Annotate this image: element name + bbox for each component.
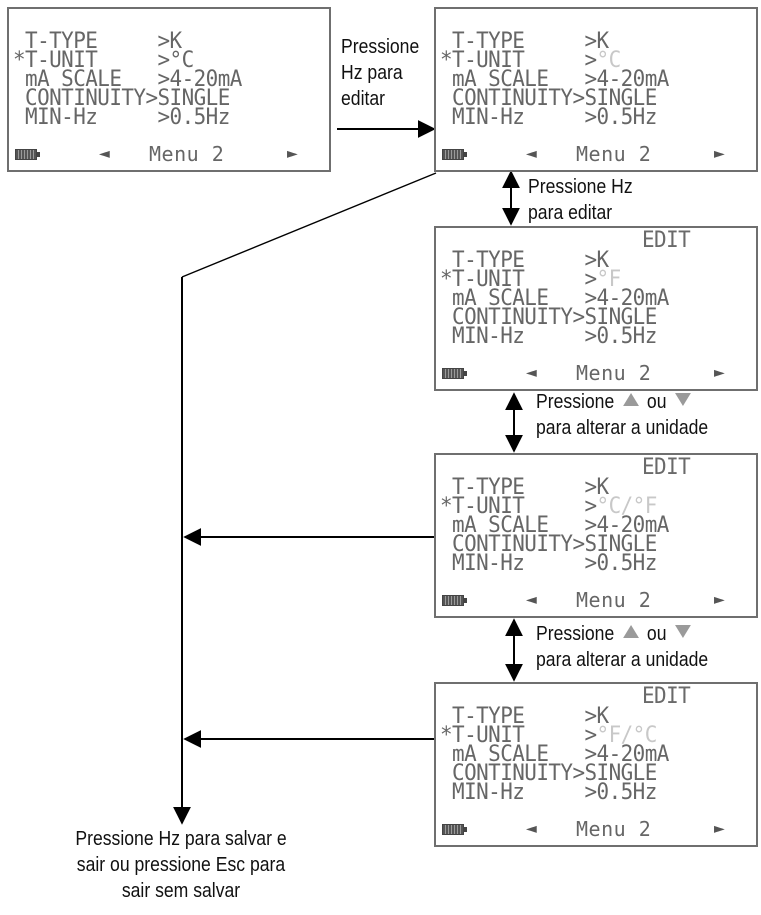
up-triangle-icon — [622, 625, 639, 638]
row-continuity: CONTINUITY>SINGLE — [452, 760, 657, 786]
battery-icon — [15, 149, 40, 160]
row-ma-scale: mA SCALE >4-20mA — [25, 66, 242, 92]
row-t-unit: *T-UNIT >°C — [440, 47, 621, 73]
nav-left-arrow-icon: ◄ — [526, 592, 537, 608]
row-ma-scale: mA SCALE >4-20mA — [452, 66, 669, 92]
row-t-unit: *T-UNIT >°F — [440, 266, 621, 292]
row-continuity: CONTINUITY>SINGLE — [452, 531, 657, 557]
nav-left-arrow-icon: ◄ — [526, 365, 537, 381]
down-triangle-icon — [674, 625, 691, 638]
nav-right-arrow-icon: ► — [287, 146, 298, 162]
battery-icon — [442, 824, 467, 835]
caption-edit-right: Pressione Hz para editar — [341, 36, 420, 110]
row-t-type: T-TYPE >K — [452, 247, 609, 273]
lcd-screen-2: T-TYPE >K *T-UNIT >°C mA SCALE >4-20mA C… — [434, 7, 758, 172]
down-triangle-icon — [674, 393, 691, 406]
battery-icon — [442, 368, 467, 379]
row-min-hz: MIN-Hz >0.5Hz — [452, 550, 657, 576]
lcd-screen-4: EDIT T-TYPE >K *T-UNIT >°C/°F mA SCALE >… — [434, 453, 758, 618]
edit-indicator: EDIT — [642, 683, 691, 709]
nav-right-arrow-icon: ► — [714, 146, 725, 162]
nav-right-arrow-icon: ► — [714, 821, 725, 837]
row-min-hz: MIN-Hz >0.5Hz — [25, 104, 230, 130]
nav-right-arrow-icon: ► — [714, 365, 725, 381]
nav-left-arrow-icon: ◄ — [526, 146, 537, 162]
row-continuity: CONTINUITY>SINGLE — [25, 85, 230, 111]
row-min-hz: MIN-Hz >0.5Hz — [452, 104, 657, 130]
row-t-type: T-TYPE >K — [452, 28, 609, 54]
lcd-screen-5: EDIT T-TYPE >K *T-UNIT >°F/°C mA SCALE >… — [434, 682, 758, 847]
menu-label: Menu 2 — [576, 817, 652, 841]
lcd-screen-1: T-TYPE >K *T-UNIT >°C mA SCALE >4-20mA C… — [7, 7, 331, 172]
row-ma-scale: mA SCALE >4-20mA — [452, 512, 669, 538]
menu-label: Menu 2 — [149, 142, 225, 166]
caption-change-unit-1: Pressione ou para alterar a unidade — [536, 391, 709, 439]
row-ma-scale: mA SCALE >4-20mA — [452, 741, 669, 767]
nav-right-arrow-icon: ► — [714, 592, 725, 608]
row-t-unit: *T-UNIT >°C/°F — [440, 493, 657, 519]
row-t-type: T-TYPE >K — [452, 474, 609, 500]
caption-save-exit: Pressione Hz para salvar e sair ou press… — [75, 828, 287, 902]
row-continuity: CONTINUITY>SINGLE — [452, 304, 657, 330]
nav-left-arrow-icon: ◄ — [526, 821, 537, 837]
menu-label: Menu 2 — [576, 142, 652, 166]
row-t-type: T-TYPE >K — [25, 28, 182, 54]
edit-indicator: EDIT — [642, 454, 691, 480]
caption-change-unit-2: Pressione ou para alterar a unidade — [536, 623, 709, 671]
menu-label: Menu 2 — [576, 361, 652, 385]
menu-label: Menu 2 — [576, 588, 652, 612]
caption-edit-down: Pressione Hz para editar — [528, 176, 633, 224]
row-continuity: CONTINUITY>SINGLE — [452, 85, 657, 111]
up-triangle-icon — [622, 393, 639, 406]
row-ma-scale: mA SCALE >4-20mA — [452, 285, 669, 311]
row-t-type: T-TYPE >K — [452, 703, 609, 729]
diagonal-connector — [181, 172, 437, 278]
row-t-unit: *T-UNIT >°C — [13, 47, 194, 73]
row-min-hz: MIN-Hz >0.5Hz — [452, 323, 657, 349]
nav-left-arrow-icon: ◄ — [99, 146, 110, 162]
row-min-hz: MIN-Hz >0.5Hz — [452, 779, 657, 805]
battery-icon — [442, 149, 467, 160]
row-t-unit: *T-UNIT >°F/°C — [440, 722, 657, 748]
battery-icon — [442, 595, 467, 606]
edit-indicator: EDIT — [642, 227, 691, 253]
lcd-screen-3: EDIT T-TYPE >K *T-UNIT >°F mA SCALE >4-2… — [434, 226, 758, 391]
